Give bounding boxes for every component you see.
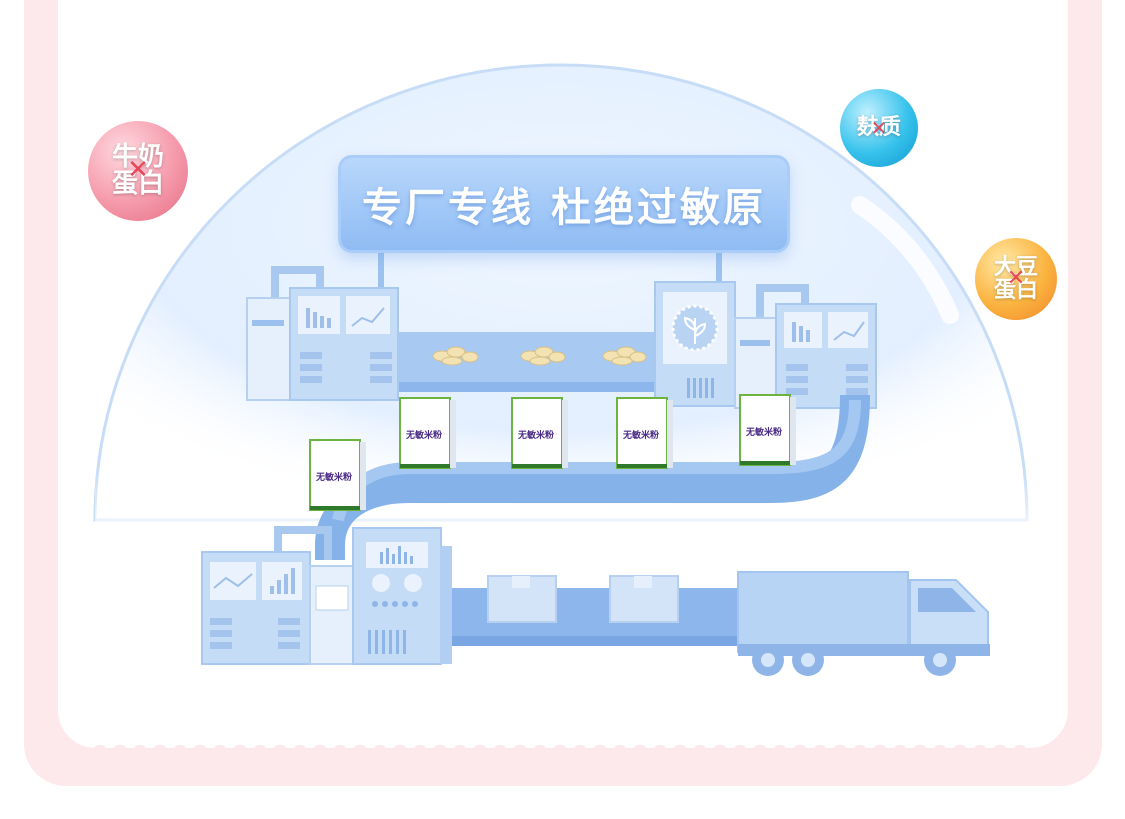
allergen-line1: 麸质 [856, 115, 901, 141]
allergen-line2: 蛋白 [111, 169, 164, 199]
allergen-line1: 牛奶 [111, 141, 164, 172]
box-label: 无敏米粉 [746, 428, 783, 438]
dome-highlight [851, 196, 959, 324]
delivery-truck [737, 571, 990, 676]
machine-top-left [246, 266, 399, 401]
box-label: 无敏米粉 [623, 431, 660, 441]
shipping-cartons [487, 575, 679, 623]
box-label: 无敏米粉 [518, 431, 555, 441]
allergen-bubble-gluten: 麸质 ✕ [840, 89, 918, 167]
allergen-line1: 大豆 [993, 254, 1038, 280]
allergen-line2: 蛋白 [993, 278, 1038, 303]
product-boxes [309, 394, 791, 511]
banner-title: 专厂专线 杜绝过敏原 [362, 185, 766, 231]
cross-icon: ✕ [1006, 266, 1026, 292]
title-banner: 专厂专线 杜绝过敏原 [338, 155, 790, 253]
box-label: 无敏米粉 [316, 473, 353, 483]
allergen-bubble-milk: 牛奶 蛋白 ✕ [88, 121, 188, 221]
rice-grains [432, 346, 647, 366]
allergen-bubble-soy: 大豆 蛋白 ✕ [975, 238, 1057, 320]
machine-top-right [654, 281, 877, 409]
scallop-edge [90, 738, 1035, 752]
cross-icon: ✕ [127, 155, 149, 186]
box-label: 无敏米粉 [406, 431, 443, 441]
machine-bottom-left [201, 526, 452, 665]
cross-icon: ✕ [870, 115, 888, 140]
